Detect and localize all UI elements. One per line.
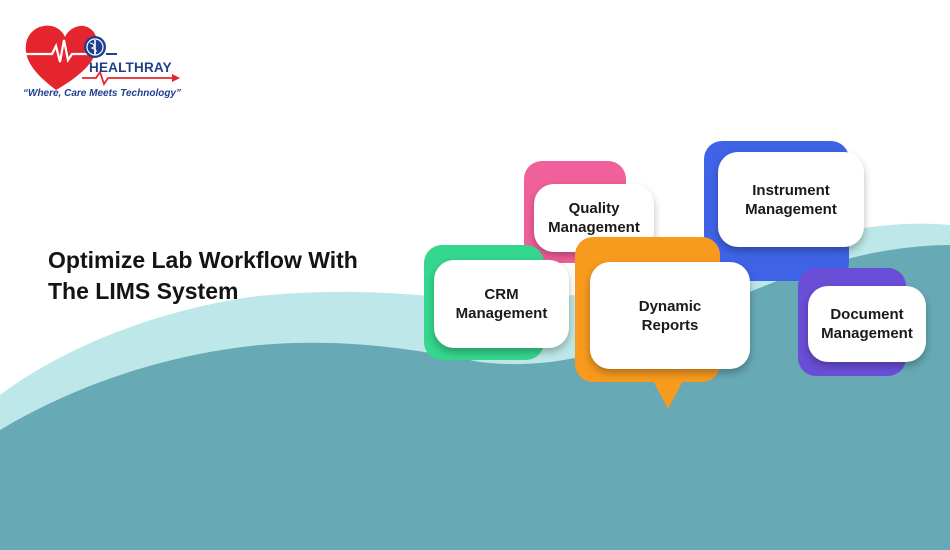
page-title: Optimize Lab Workflow With The LIMS Syst… — [48, 245, 358, 307]
document-card-face: Document Management — [808, 286, 926, 362]
dynamic-card-face: Dynamic Reports — [590, 262, 750, 369]
brand-tagline: “Where, Care Meets Technology” — [23, 88, 181, 99]
title-line-1: Optimize Lab Workflow With — [48, 247, 358, 273]
brand-name: HEALTHRAY — [89, 60, 172, 75]
dynamic-card-tail — [651, 377, 685, 409]
title-line-2: The LIMS System — [48, 278, 239, 304]
crm-card-face: CRM Management — [434, 260, 569, 348]
instrument-card-face: Instrument Management — [718, 152, 864, 247]
heart-caduceus-logo-icon — [24, 25, 180, 91]
